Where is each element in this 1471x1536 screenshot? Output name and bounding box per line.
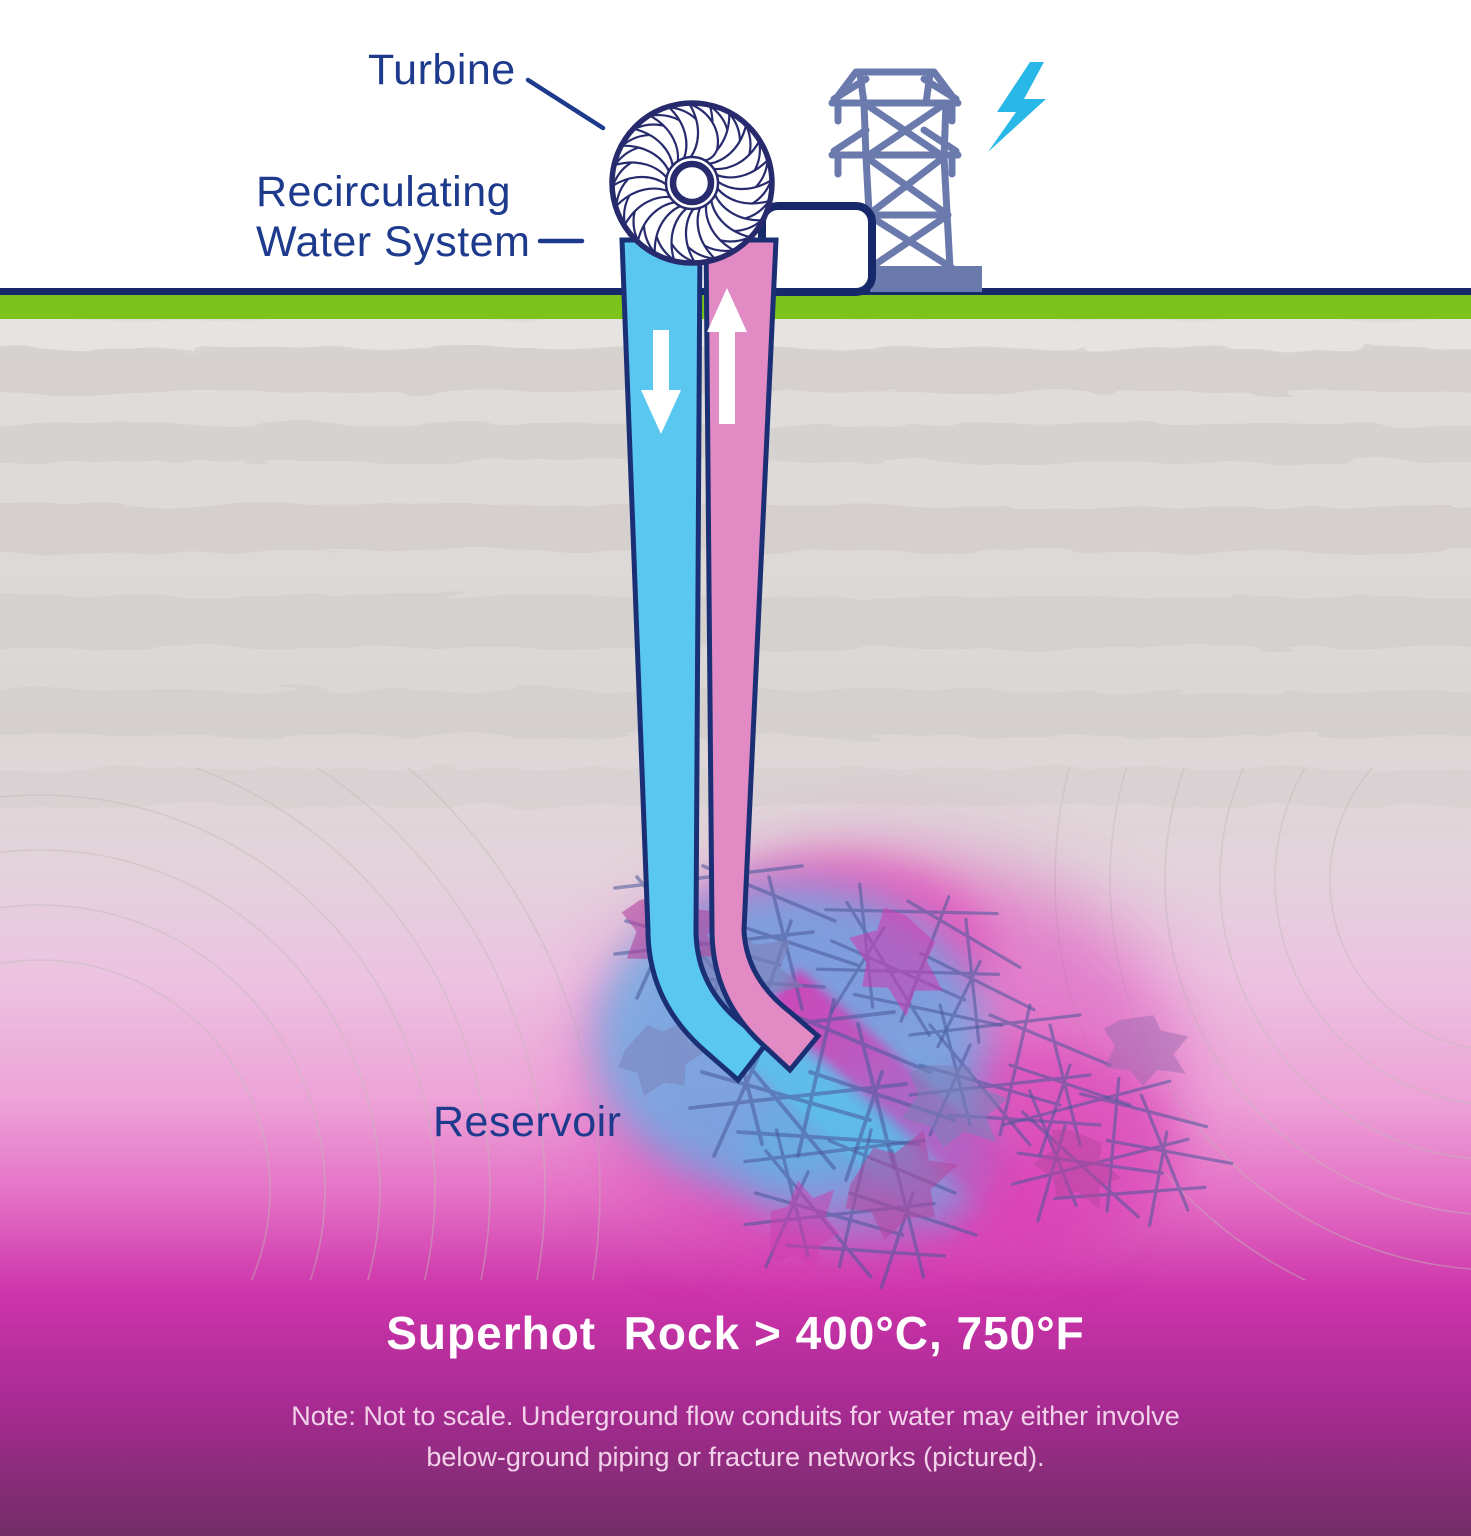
turbine-wheel-icon [605, 96, 779, 270]
recirculating-label-line1: Recirculating [256, 168, 512, 216]
footnote-line2: below-ground piping or fracture networks… [426, 1441, 1045, 1472]
footnote: Note: Not to scale. Underground flow con… [0, 1396, 1471, 1477]
injection-well-pipe [619, 237, 770, 1084]
lightning-bolt-icon [988, 62, 1046, 152]
footnote-line1: Note: Not to scale. Underground flow con… [291, 1401, 1180, 1431]
down-arrow-icon [641, 330, 681, 434]
production-well-pipe [703, 237, 822, 1074]
up-arrow-icon [707, 288, 747, 424]
recirculating-water-system-label: Recirculating Water System [256, 168, 530, 268]
turbine-leader-line [525, 77, 606, 131]
reservoir-label: Reservoir [433, 1098, 622, 1146]
turbine-label: Turbine [368, 46, 516, 94]
contour-lines [0, 768, 1471, 1280]
superhot-rock-headline: Superhot Rock > 400°C, 750°F [386, 1307, 1085, 1359]
recirculating-label-line2: Water System [256, 217, 531, 266]
flow-arrows [641, 288, 747, 434]
powerhouse-building [758, 202, 876, 296]
